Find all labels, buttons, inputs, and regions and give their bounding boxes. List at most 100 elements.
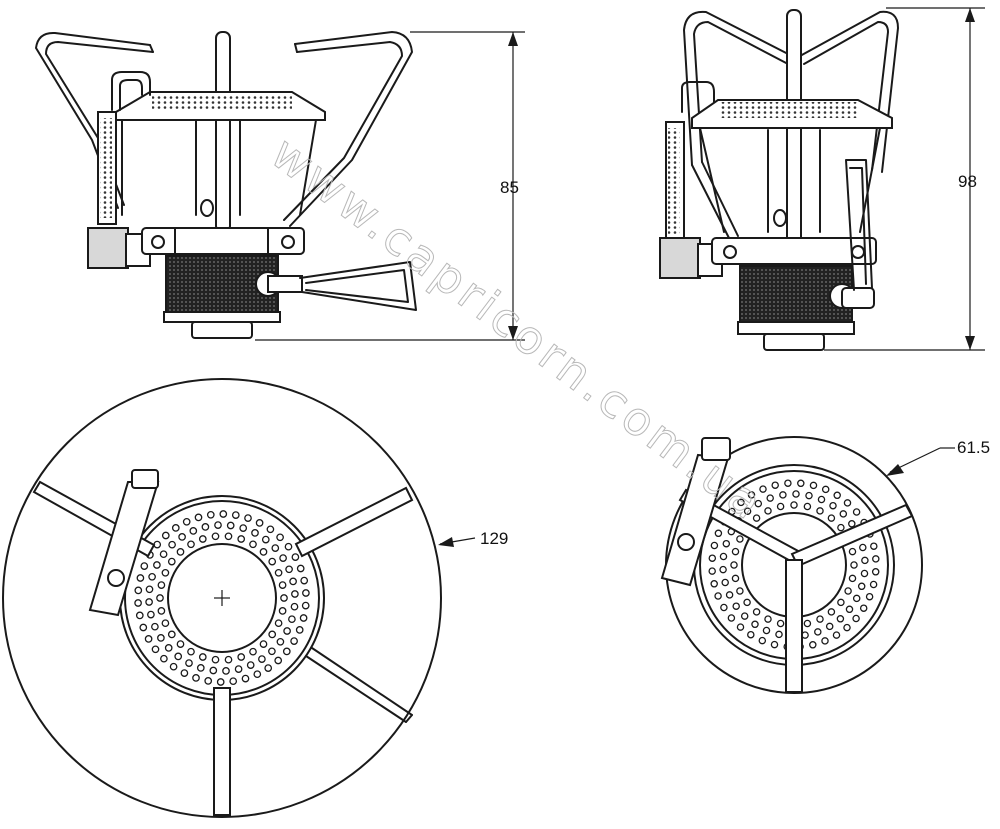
- burner-hole: [299, 614, 308, 622]
- burner-hole: [797, 479, 805, 488]
- burner-hole: [135, 611, 144, 620]
- burner-hole: [145, 585, 154, 594]
- burner-hole: [859, 604, 868, 612]
- burner-hole: [176, 640, 185, 648]
- burner-hole: [151, 622, 159, 631]
- burner-hole: [145, 598, 153, 606]
- burner-hole: [833, 491, 841, 500]
- burner-hole: [809, 641, 817, 649]
- burner-hole: [843, 499, 852, 507]
- burner-hole: [192, 674, 200, 682]
- burner-hole: [229, 677, 238, 686]
- burner-hole: [201, 523, 210, 531]
- burner-hole: [805, 491, 813, 500]
- burner-hole: [837, 598, 845, 607]
- burner-hole: [825, 622, 834, 631]
- side-view-folded: 85: [35, 31, 525, 341]
- burner-hole: [792, 490, 800, 498]
- burner-hole: [157, 607, 166, 615]
- burner-hole: [259, 640, 268, 648]
- burner-hole: [251, 529, 259, 537]
- burner-hole: [852, 508, 861, 516]
- burner-hole: [237, 535, 246, 543]
- burner-hole: [276, 637, 285, 646]
- burner-hole: [284, 542, 293, 551]
- burner-hole: [139, 623, 148, 632]
- burner-hole: [156, 594, 164, 602]
- burner-hole: [157, 634, 165, 642]
- burner-hole: [758, 636, 767, 645]
- burner-hole: [848, 574, 857, 583]
- burner-hole: [731, 547, 740, 556]
- burner-hole: [869, 580, 878, 589]
- burner-hole: [776, 502, 785, 511]
- burner-hole: [219, 510, 228, 518]
- burner-hole: [140, 562, 149, 570]
- burner-hole: [160, 654, 168, 663]
- burner-hole: [274, 656, 283, 665]
- burner-hole: [816, 507, 824, 515]
- burner-hole: [766, 494, 774, 502]
- burner-hole: [730, 561, 738, 569]
- burner-hole: [278, 607, 287, 615]
- burner-hole: [291, 553, 300, 561]
- burner-hole: [187, 647, 195, 656]
- burner-hole: [290, 637, 298, 645]
- burner-hole: [271, 544, 280, 552]
- burner-hole: [708, 554, 717, 562]
- burner-hole: [714, 592, 722, 600]
- burner-hole: [144, 635, 153, 643]
- burner-hole: [198, 653, 207, 661]
- burner-hole: [249, 540, 257, 549]
- burner-hole: [725, 591, 734, 599]
- burner-hole: [180, 669, 189, 677]
- burner-hole: [740, 612, 749, 620]
- burner-hole: [839, 510, 848, 518]
- burner-hole: [719, 565, 727, 574]
- burner-hole: [736, 623, 745, 631]
- burner-hole: [829, 501, 837, 510]
- burner-hole: [211, 655, 220, 664]
- burner-hole: [164, 644, 173, 652]
- burner-hole: [708, 567, 716, 575]
- burner-hole: [253, 670, 262, 679]
- burner-hole: [747, 630, 755, 639]
- burner-hole: [258, 655, 266, 663]
- burner-hole: [821, 637, 829, 645]
- burner-hole: [859, 543, 867, 552]
- burner-hole: [770, 640, 779, 649]
- dimension-label-61-5: 61.5: [957, 438, 990, 457]
- burner-hole: [759, 485, 767, 493]
- burner-hole: [857, 582, 866, 591]
- burner-hole: [288, 615, 296, 624]
- burner-hole: [196, 664, 205, 672]
- burner-hole: [732, 602, 740, 610]
- burner-hole: [161, 531, 170, 540]
- burner-hole: [249, 647, 257, 656]
- burner-hole: [194, 513, 203, 522]
- burner-hole: [216, 678, 225, 686]
- burner-hole: [167, 557, 176, 566]
- burner-hole: [764, 615, 772, 623]
- burner-hole: [211, 532, 220, 541]
- burner-hole: [790, 501, 798, 509]
- burner-hole: [843, 623, 851, 632]
- burner-hole: [266, 525, 275, 534]
- burner-hole: [226, 521, 235, 530]
- burner-hole: [301, 601, 310, 610]
- burner-hole: [779, 491, 787, 499]
- burner-hole: [803, 502, 812, 511]
- burner-hole: [814, 628, 822, 636]
- burner-hole: [136, 574, 145, 582]
- burner-hole: [182, 517, 191, 526]
- burner-hole: [827, 608, 836, 616]
- burner-hole: [279, 554, 287, 562]
- burner-hole: [246, 661, 255, 669]
- burner-hole: [302, 589, 310, 597]
- burner-hole: [816, 615, 824, 623]
- burner-hole: [296, 564, 305, 573]
- burner-hole: [159, 550, 168, 559]
- burner-hole: [161, 568, 170, 577]
- top-view-folded: 61.5: [660, 436, 990, 694]
